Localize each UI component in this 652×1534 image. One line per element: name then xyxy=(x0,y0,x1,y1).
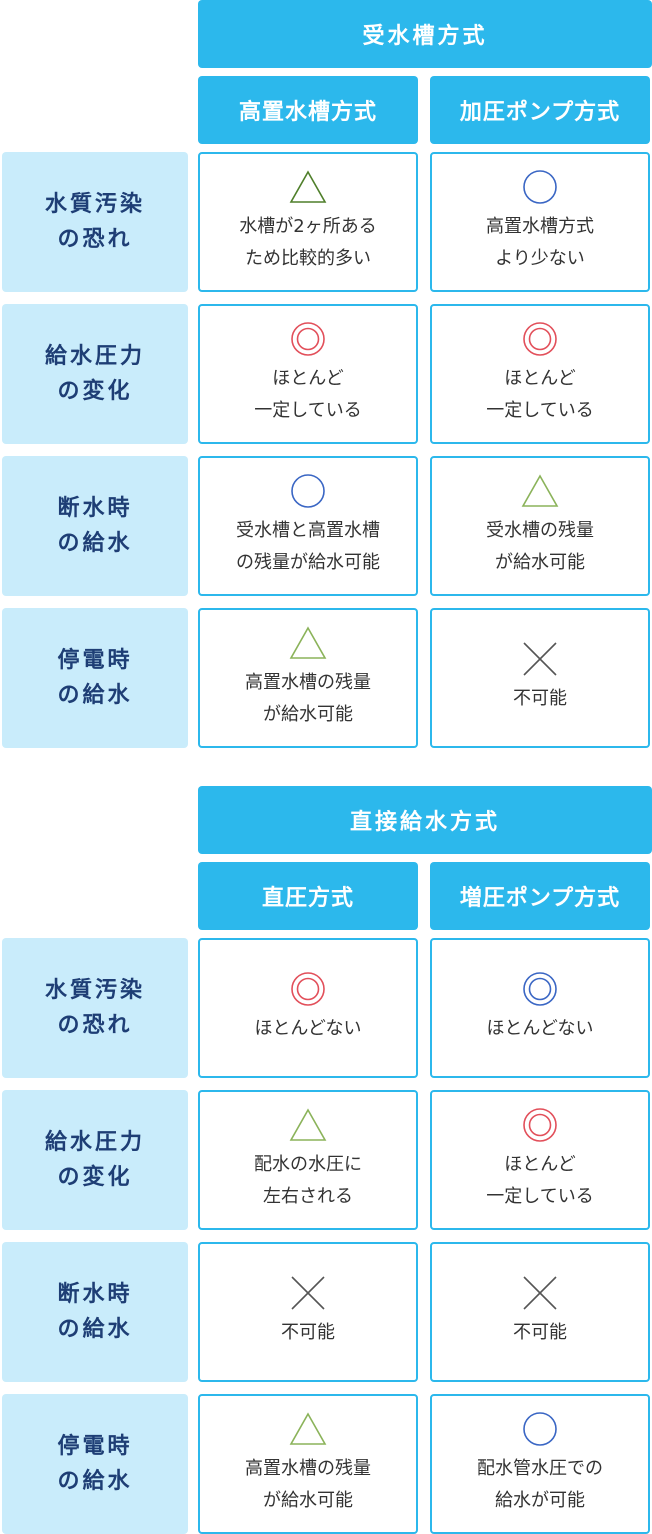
triangle-icon xyxy=(289,1108,327,1141)
double-circle-icon xyxy=(523,972,557,1006)
cell-text: ほとんどない xyxy=(486,1018,594,1039)
table-cell: 高置水槽の残量 が給水可能 xyxy=(198,1394,418,1534)
table-cell: 配水の水圧に 左右される xyxy=(198,1090,418,1230)
row-label-text: 断水時 の給水 xyxy=(57,1282,133,1342)
triangle-icon xyxy=(289,170,327,203)
column-header: 直圧方式 xyxy=(198,862,418,930)
column-header: 増圧ポンプ方式 xyxy=(430,862,650,930)
table-cell: 受水槽の残量 が給水可能 xyxy=(430,456,650,596)
table-cell: 不可能 xyxy=(198,1242,418,1382)
row-label: 給水圧力 の変化 xyxy=(2,1090,188,1230)
table-cell: ほとんどない xyxy=(198,938,418,1078)
triangle-icon xyxy=(289,626,327,659)
cell-text: ほとんどない xyxy=(254,1018,362,1039)
table-cell: 水槽が2ヶ所ある ため比較的多い xyxy=(198,152,418,292)
cell-text: 水槽が2ヶ所ある ため比較的多い xyxy=(239,216,377,269)
cell-text: 配水管水圧での 給水が可能 xyxy=(477,1458,603,1511)
table-cell: ほとんど 一定している xyxy=(198,304,418,444)
triangle-icon xyxy=(521,474,559,507)
cell-text: 不可能 xyxy=(281,1322,335,1343)
cell-text: ほとんど 一定している xyxy=(254,368,362,421)
cell-text: 受水槽の残量 が給水可能 xyxy=(486,520,594,573)
table-cell: 配水管水圧での 給水が可能 xyxy=(430,1394,650,1534)
cross-icon xyxy=(291,1276,325,1310)
cell-text: 不可能 xyxy=(513,688,567,709)
row-label-text: 水質汚染 の恐れ xyxy=(44,978,145,1038)
table-cell: 高置水槽の残量 が給水可能 xyxy=(198,608,418,748)
cross-icon xyxy=(523,642,557,676)
cell-text: 高置水槽方式 より少ない xyxy=(486,216,594,269)
row-label: 停電時 の給水 xyxy=(2,608,188,748)
row-label: 給水圧力 の変化 xyxy=(2,304,188,444)
section-header: 直接給水方式 xyxy=(198,786,652,854)
cell-text: 受水槽と高置水槽 の残量が給水可能 xyxy=(236,520,380,573)
table-cell: ほとんどない xyxy=(430,938,650,1078)
table-cell: ほとんど 一定している xyxy=(430,1090,650,1230)
row-label: 断水時 の給水 xyxy=(2,1242,188,1382)
circle-icon xyxy=(291,474,325,508)
row-label-text: 給水圧力 の変化 xyxy=(44,344,145,404)
row-label-text: 水質汚染 の恐れ xyxy=(44,192,145,252)
table-cell: 不可能 xyxy=(430,608,650,748)
double-circle-icon xyxy=(291,972,325,1006)
section-header: 受水槽方式 xyxy=(198,0,652,68)
table-cell: 不可能 xyxy=(430,1242,650,1382)
row-label: 水質汚染 の恐れ xyxy=(2,152,188,292)
circle-icon xyxy=(523,170,557,204)
column-header: 高置水槽方式 xyxy=(198,76,418,144)
row-label: 水質汚染 の恐れ xyxy=(2,938,188,1078)
cross-icon xyxy=(523,1276,557,1310)
table-cell: 高置水槽方式 より少ない xyxy=(430,152,650,292)
double-circle-icon xyxy=(523,1108,557,1142)
cell-text: 高置水槽の残量 が給水可能 xyxy=(245,1458,371,1511)
double-circle-icon xyxy=(291,322,325,356)
row-label: 停電時 の給水 xyxy=(2,1394,188,1534)
row-label-text: 停電時 の給水 xyxy=(57,648,133,708)
row-label: 断水時 の給水 xyxy=(2,456,188,596)
table-cell: ほとんど 一定している xyxy=(430,304,650,444)
row-label-text: 断水時 の給水 xyxy=(57,496,133,556)
cell-text: ほとんど 一定している xyxy=(486,1154,594,1207)
column-header: 加圧ポンプ方式 xyxy=(430,76,650,144)
double-circle-icon xyxy=(523,322,557,356)
cell-text: 配水の水圧に 左右される xyxy=(254,1154,362,1207)
cell-text: 高置水槽の残量 が給水可能 xyxy=(245,672,371,725)
circle-icon xyxy=(523,1412,557,1446)
cell-text: ほとんど 一定している xyxy=(486,368,594,421)
row-label-text: 給水圧力 の変化 xyxy=(44,1130,145,1190)
row-label-text: 停電時 の給水 xyxy=(57,1434,133,1494)
cell-text: 不可能 xyxy=(513,1322,567,1343)
table-cell: 受水槽と高置水槽 の残量が給水可能 xyxy=(198,456,418,596)
triangle-icon xyxy=(289,1412,327,1445)
